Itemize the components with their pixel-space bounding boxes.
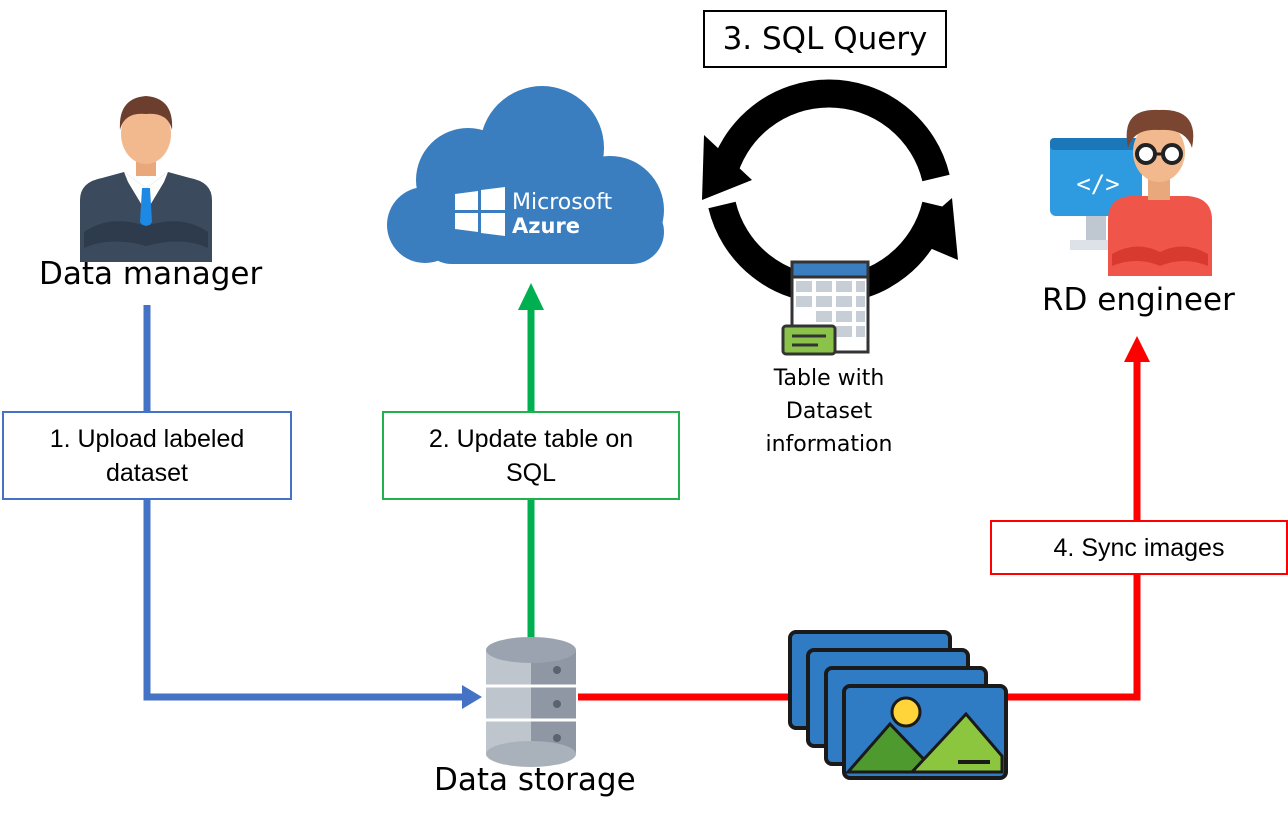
developer-monitor-icon: </> <box>1050 109 1212 276</box>
step-sql-query-box: 3. SQL Query <box>703 10 947 68</box>
svg-text:</>: </> <box>1076 170 1119 198</box>
step-upload-line2: dataset <box>105 458 188 487</box>
step-update-line1: 2. Update table on <box>428 424 634 453</box>
table-caption-line1: Table with <box>773 366 885 391</box>
sync-arrow <box>578 336 1150 701</box>
windows-logo-icon <box>455 187 505 236</box>
rd-engineer-label: RD engineer <box>1042 282 1235 318</box>
upload-arrow <box>143 305 482 709</box>
data-manager-label: Data manager <box>39 256 263 292</box>
table-caption-line2: Dataset <box>786 399 873 424</box>
step-update-box: 2. Update table on SQL <box>382 411 680 500</box>
table-caption-line3: information <box>766 432 893 457</box>
data-storage-label: Data storage <box>434 762 636 798</box>
table-icon <box>781 260 870 356</box>
step-sync-label: 4. Sync images <box>1053 533 1225 562</box>
step-sql-query-label: 3. SQL Query <box>722 21 928 57</box>
step-upload-line1: 1. Upload labeled <box>49 424 245 453</box>
step-sync-box: 4. Sync images <box>990 520 1288 575</box>
step-upload-box: 1. Upload labeled dataset <box>2 411 292 500</box>
cycle-arrows-icon <box>702 79 958 304</box>
person-suit-icon <box>80 96 212 262</box>
database-icon <box>486 637 576 767</box>
step-update-line2: SQL <box>505 458 556 487</box>
cloud-label-line1: Microsoft <box>512 190 612 215</box>
images-icon <box>788 630 1008 780</box>
cloud-label-line2: Azure <box>512 214 580 238</box>
